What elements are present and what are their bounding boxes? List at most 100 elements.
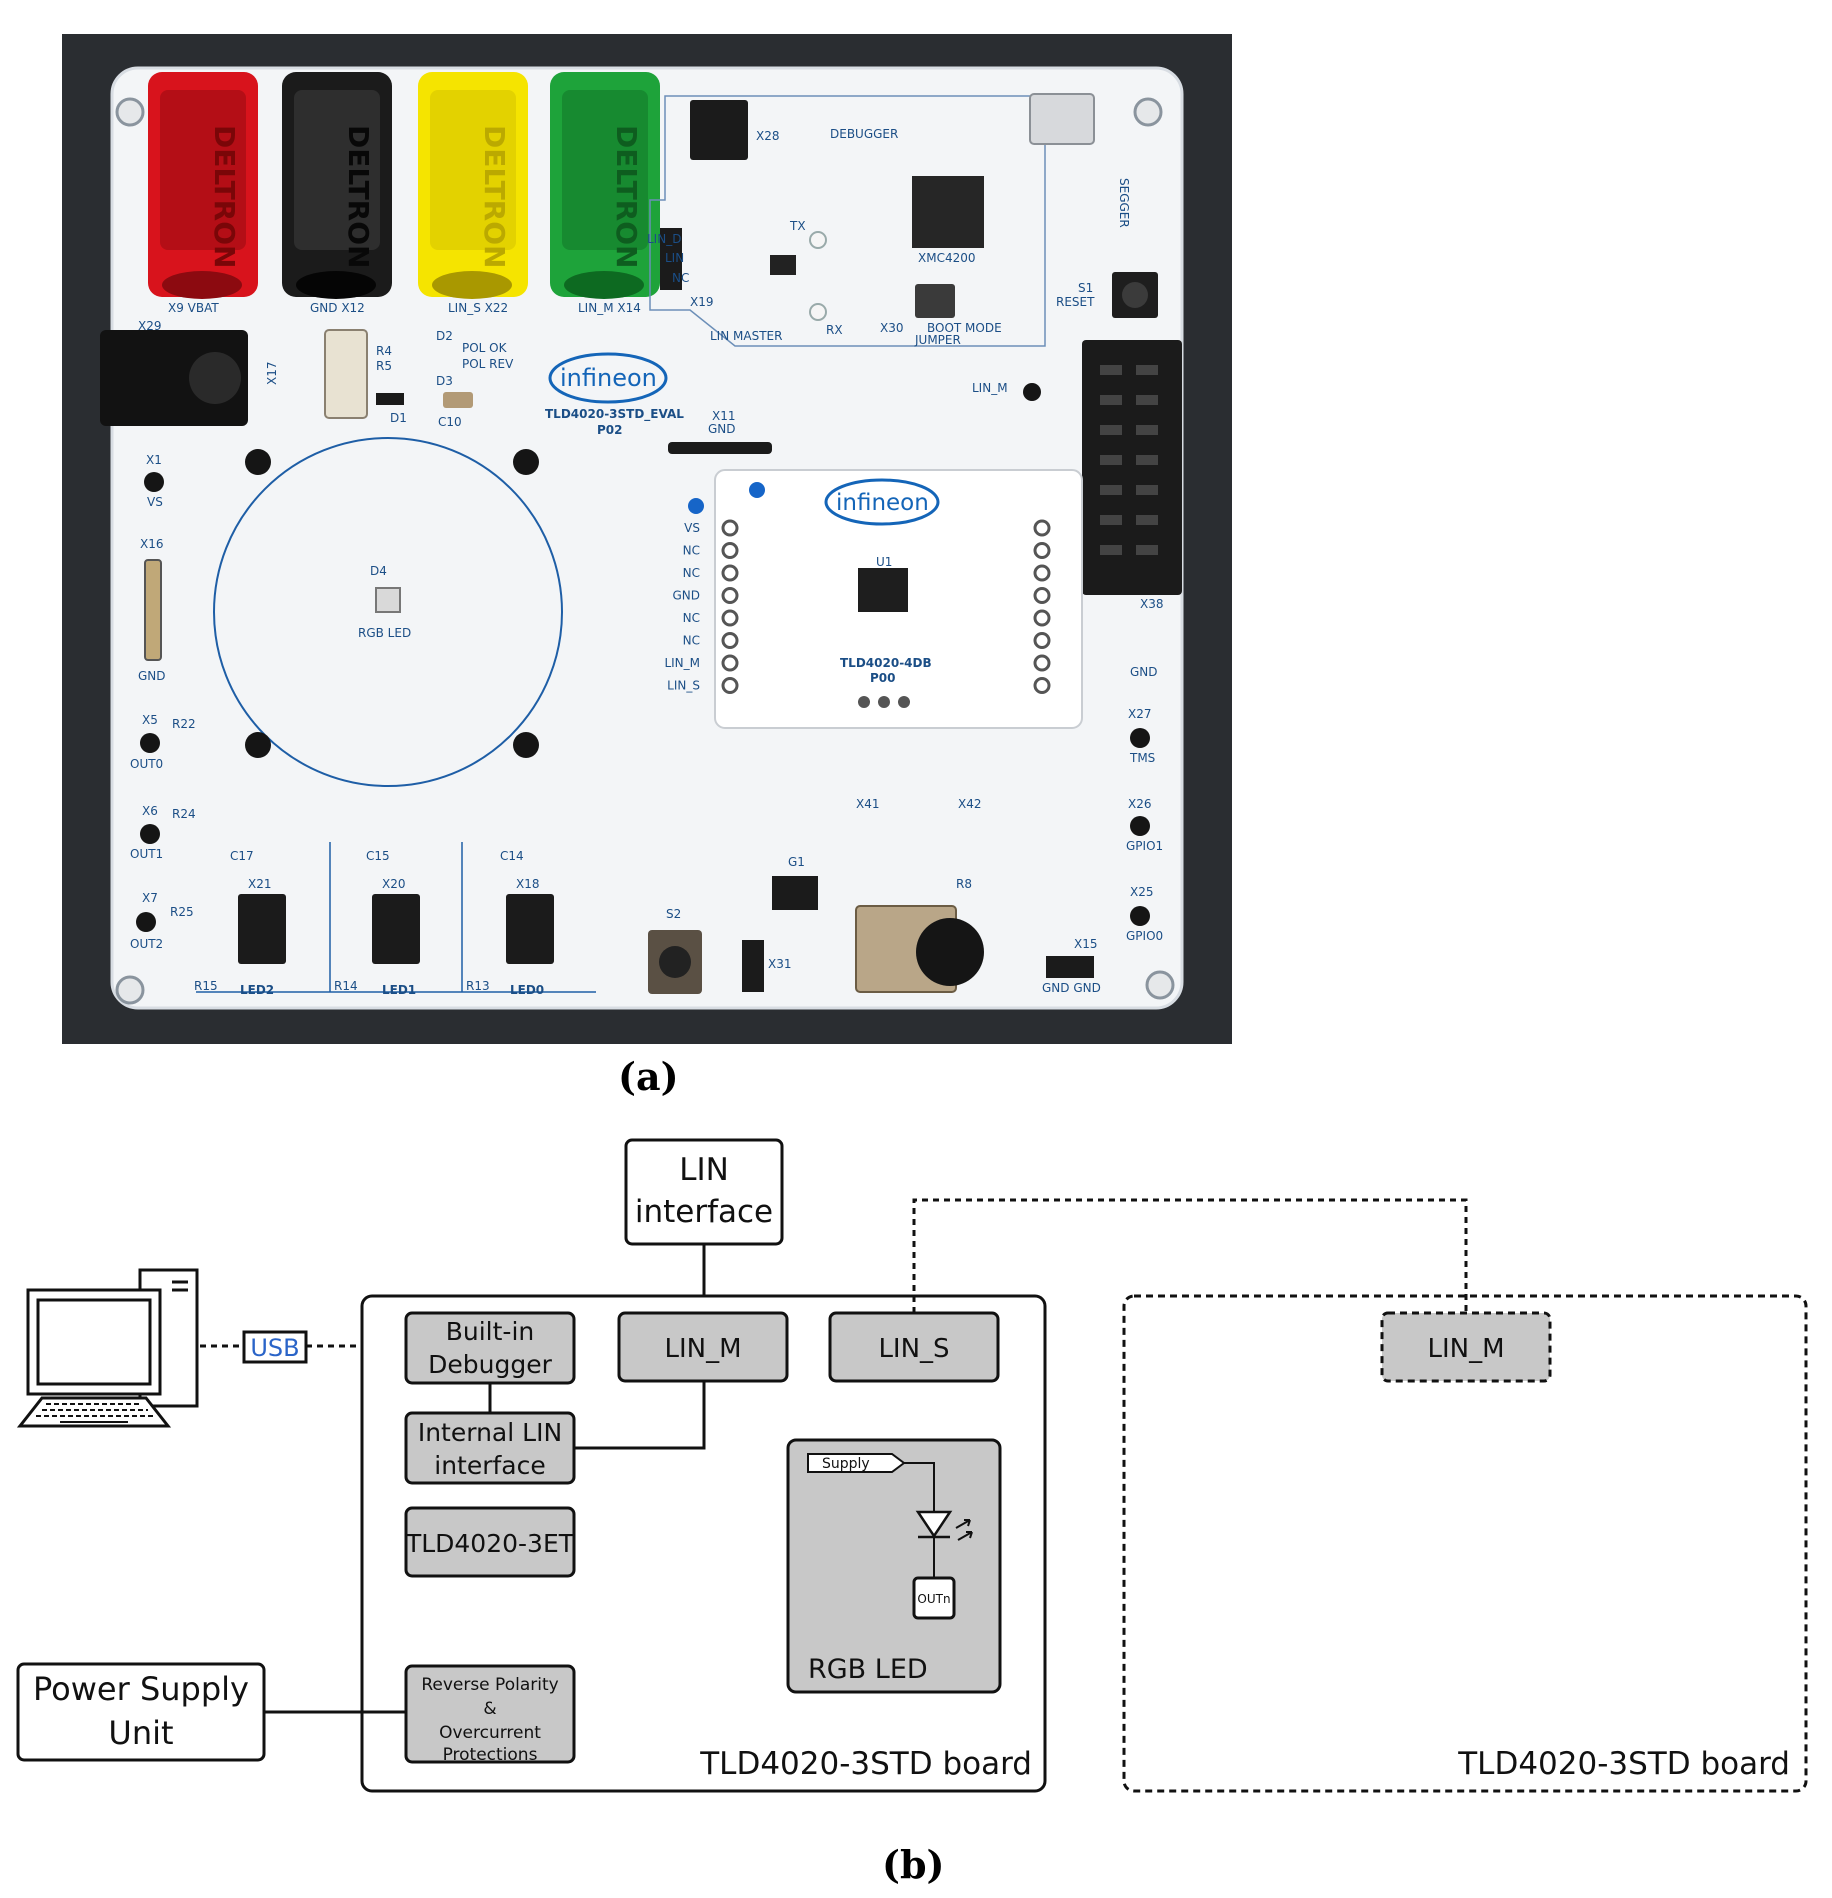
g1-label: G1 <box>788 855 805 869</box>
led-res-label: R13 <box>466 979 490 993</box>
led-res-label: R15 <box>194 979 218 993</box>
reverse-polarity-label: Overcurrent <box>439 1723 541 1743</box>
x42-label: X42 <box>958 797 982 811</box>
jack-label: LIN_M X14 <box>578 301 641 315</box>
lin-jumper-label: LIN_D <box>647 232 681 246</box>
daughter-pin-label: LIN_S <box>667 679 700 693</box>
x1-sub: VS <box>147 495 163 509</box>
s1-label: S1 <box>1078 281 1093 295</box>
led-group: C14 X18 R13 LED0 <box>466 849 554 997</box>
mount-hole <box>513 449 539 475</box>
daughter-pin <box>721 587 739 604</box>
output-sig-label: OUT0 <box>130 757 163 771</box>
daughter-pin <box>1033 632 1051 649</box>
reset-label: RESET <box>1056 295 1095 309</box>
usb-tag <box>242 1330 308 1364</box>
supply-tag-label: Supply <box>822 1456 870 1472</box>
led-cap-label: C17 <box>230 849 254 863</box>
lin-s-label: LIN_S <box>878 1334 949 1364</box>
right-testpoint <box>1130 906 1150 926</box>
power-supply-label: Power Supply <box>33 1670 249 1708</box>
board-name: TLD4020-3STD_EVAL <box>545 407 684 422</box>
reverse-polarity-label: Reverse Polarity <box>421 1675 558 1695</box>
rgb-led-zone <box>213 437 563 787</box>
debugger-outline <box>649 95 1046 347</box>
output-testpoint <box>140 824 160 844</box>
svg-text:R4: R4 <box>376 344 392 358</box>
jack-brand: DELTRON <box>208 125 241 268</box>
daughter-pin-label: NC <box>683 566 700 580</box>
led-conn-label: X21 <box>248 877 272 891</box>
output-sig-label: OUT2 <box>130 937 163 951</box>
daughter-pin-label: NC <box>683 544 700 558</box>
led-group: C15 X20 R14 LED1 <box>334 849 420 997</box>
led-name-label: LED0 <box>510 983 544 997</box>
lin-s-box <box>828 1311 1000 1383</box>
led-cap-label: C14 <box>500 849 524 863</box>
right-sig-label: TMS <box>1129 751 1155 765</box>
d4-label: D4 <box>370 564 387 578</box>
right-sig-label: GPIO1 <box>1126 839 1163 853</box>
x28-header <box>690 100 748 160</box>
led-res-label: R14 <box>334 979 358 993</box>
daughter-name: TLD4020-4DB <box>840 656 932 670</box>
svg-text:D1: D1 <box>390 411 407 425</box>
led-connector <box>238 894 286 964</box>
jack-brand: DELTRON <box>478 125 511 268</box>
mount-hole <box>245 449 271 475</box>
svg-text:D2: D2 <box>436 329 453 343</box>
board-1-label: TLD4020-3STD board <box>699 1746 1032 1782</box>
led-connector <box>506 894 554 964</box>
lin-jumper-label: LIN <box>665 251 684 265</box>
lin-master-label: LIN MASTER <box>710 329 782 343</box>
rx-label: RX <box>826 323 843 337</box>
reverse-polarity-label: Protections <box>443 1745 538 1765</box>
x1-label: X1 <box>146 453 162 467</box>
board-2-label: TLD4020-3STD board <box>1457 1746 1790 1782</box>
output-testpoint <box>140 733 160 753</box>
gnd-right-label: GND <box>1130 665 1158 679</box>
lin-m-box <box>617 1311 789 1383</box>
x17-label: X17 <box>265 362 279 386</box>
u1-label: U1 <box>876 555 892 569</box>
panel-b-caption: (b) <box>882 1842 945 1887</box>
led-cap-label: C15 <box>366 849 390 863</box>
x41-label: X41 <box>856 797 880 811</box>
lin-jumper-x19 <box>660 228 682 290</box>
g1-chip <box>772 876 818 910</box>
output-res-label: R22 <box>172 717 196 731</box>
r8-label: R8 <box>956 877 972 891</box>
tx-led <box>809 231 827 249</box>
x38-label: X38 <box>1140 597 1164 611</box>
x38-box-header <box>1082 340 1182 595</box>
remote-lin-m-label: LIN_M <box>1427 1334 1504 1364</box>
power-supply-box <box>16 1662 266 1762</box>
x19-label: X19 <box>690 295 714 309</box>
x16-sub: GND <box>138 669 166 683</box>
potentiometer-knob[interactable] <box>916 918 984 986</box>
supply-tag <box>807 1453 906 1473</box>
jumper-label: JUMPER <box>914 333 961 347</box>
banana-jack: DELTRON <box>550 72 660 299</box>
daughter-pin <box>721 542 739 559</box>
u1-chip <box>858 568 908 612</box>
capacitor-c10 <box>443 392 473 408</box>
x1-testpoint <box>144 472 164 492</box>
internal-lin-label: Internal LIN <box>418 1418 562 1447</box>
daughter-pin <box>1033 609 1051 627</box>
x16-gnd-bar <box>144 559 162 661</box>
daughter-pin-label: LIN_M <box>664 656 700 670</box>
outn-pin <box>912 1576 956 1620</box>
daughter-pin <box>721 632 739 649</box>
output-testpoint <box>136 912 156 932</box>
daughter-pin <box>721 654 739 672</box>
banana-jack: DELTRON <box>282 72 392 299</box>
output-tp-label: X5 <box>142 713 158 727</box>
s2-label: S2 <box>666 907 681 921</box>
x11-label: X11 <box>712 409 736 423</box>
banana-jack: DELTRON <box>148 72 258 299</box>
daughter-pin <box>1033 654 1051 672</box>
svg-text:R5: R5 <box>376 359 392 373</box>
power-supply-label: Unit <box>108 1714 173 1752</box>
